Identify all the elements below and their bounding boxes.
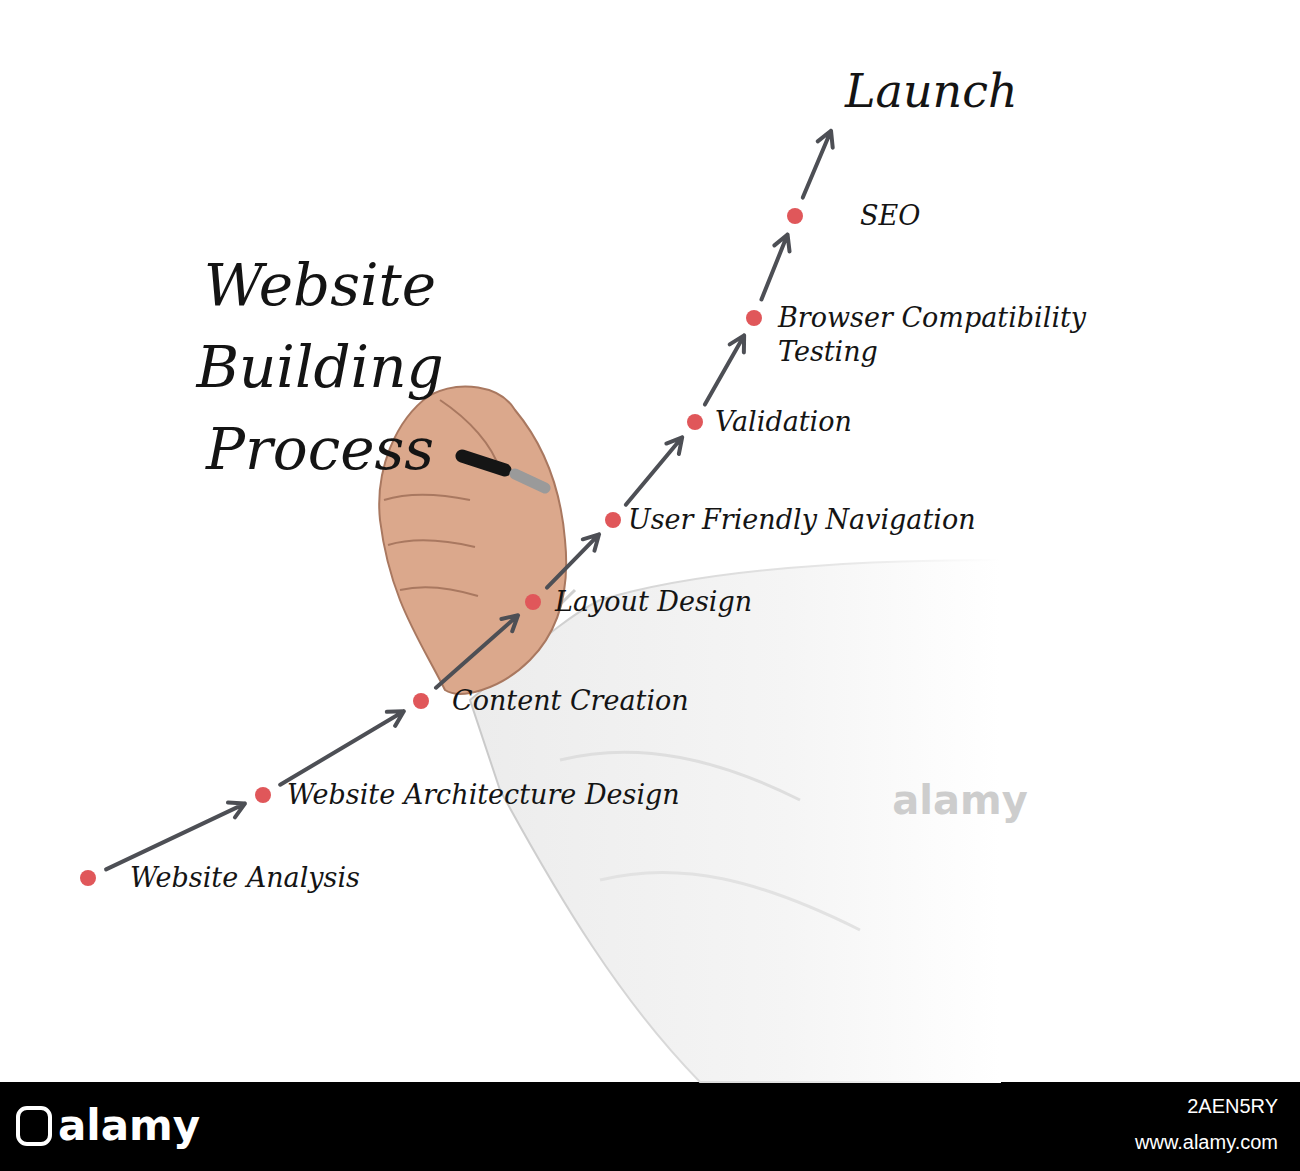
step-label: Browser Compatibility Testing (778, 301, 1178, 369)
logo-icon (18, 1108, 50, 1144)
step-dot (255, 787, 271, 803)
diagram-title: Website Building Process (130, 244, 510, 490)
step-label: User Friendly Navigation (628, 503, 976, 537)
step-dot (787, 208, 803, 224)
step-label: Validation (715, 405, 852, 439)
process-step: SEO (787, 199, 920, 233)
finger-line (400, 587, 478, 596)
step-dot (746, 310, 762, 326)
process-step: Launch (845, 63, 1018, 121)
step-label: Website Analysis (130, 861, 360, 895)
finger-line (384, 495, 470, 500)
process-step: Website Architecture Design (255, 778, 680, 812)
flow-arrow (436, 615, 518, 688)
step-dot (525, 594, 541, 610)
flow-arrow (106, 803, 245, 870)
step-label: SEO (860, 199, 920, 233)
flow-arrow (803, 131, 833, 198)
flow-arrow (547, 534, 599, 587)
flow-arrow (705, 335, 744, 404)
footer-url: www.alamy.com (1135, 1130, 1278, 1154)
process-step: Website Analysis (80, 861, 360, 895)
step-label: Website Architecture Design (287, 778, 680, 812)
marker (462, 456, 505, 470)
flow-arrow (626, 437, 682, 504)
step-dot (80, 870, 96, 886)
sleeve-fold (600, 872, 860, 930)
flow-arrow (280, 711, 404, 785)
step-label: Content Creation (452, 684, 689, 718)
finger-line (388, 540, 475, 547)
marker-cap (515, 474, 545, 488)
watermark: alamy (892, 776, 1027, 824)
footer-logo-text: alamy (58, 1101, 200, 1151)
process-step: Layout Design (525, 585, 752, 619)
process-step: Validation (687, 405, 852, 439)
step-label: Layout Design (555, 585, 752, 619)
process-step: Browser Compatibility Testing (746, 301, 1178, 369)
process-step: Content Creation (413, 684, 689, 718)
process-step: User Friendly Navigation (605, 503, 976, 537)
step-dot (605, 512, 621, 528)
step-dot (687, 414, 703, 430)
step-dot (413, 693, 429, 709)
flow-arrow (761, 235, 789, 300)
image-id: 2AEN5RY (1187, 1094, 1278, 1118)
step-label: Launch (845, 63, 1018, 121)
